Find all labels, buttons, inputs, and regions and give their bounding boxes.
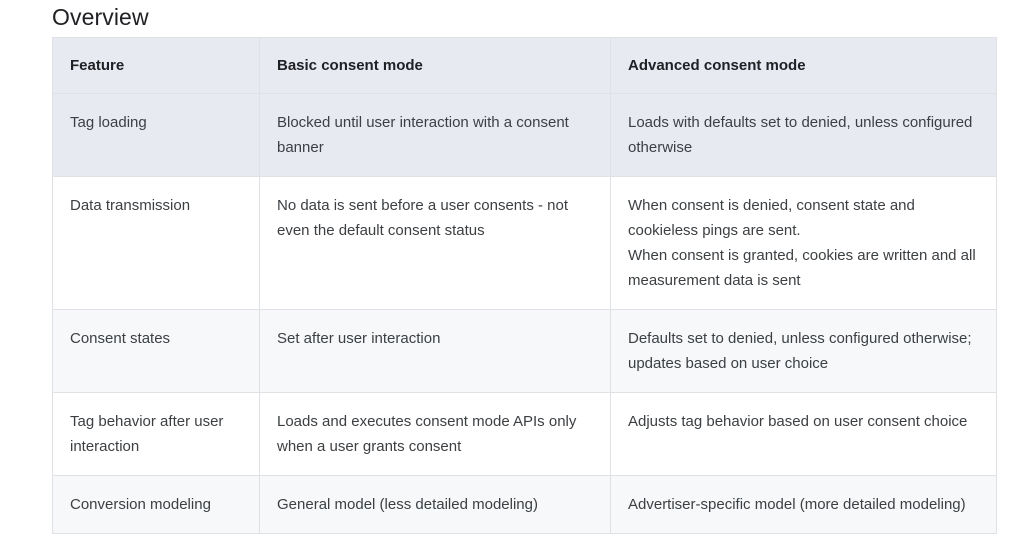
- table-header-row: Feature Basic consent mode Advanced cons…: [52, 37, 997, 94]
- cell-feature: Conversion modeling: [52, 475, 260, 534]
- overview-table-container: Feature Basic consent mode Advanced cons…: [52, 37, 997, 534]
- cell-advanced-consent-mode: Loads with defaults set to denied, unles…: [610, 93, 997, 177]
- cell-text-line: Defaults set to denied, unless configure…: [628, 330, 972, 372]
- cell-feature: Data transmission: [52, 176, 260, 310]
- cell-basic-consent-mode: General model (less detailed modeling): [259, 475, 611, 534]
- column-header-advanced-consent-mode: Advanced consent mode: [610, 37, 997, 94]
- cell-text-line: When consent is denied, consent state an…: [628, 197, 915, 239]
- cell-basic-consent-mode: No data is sent before a user consents -…: [259, 176, 611, 310]
- column-header-feature: Feature: [52, 37, 260, 94]
- cell-basic-consent-mode: Blocked until user interaction with a co…: [259, 93, 611, 177]
- cell-advanced-consent-mode: Defaults set to denied, unless configure…: [610, 309, 997, 393]
- cell-text-line: Loads with defaults set to denied, unles…: [628, 114, 973, 156]
- table-header: Feature Basic consent mode Advanced cons…: [52, 37, 997, 94]
- cell-advanced-consent-mode: Adjusts tag behavior based on user conse…: [610, 392, 997, 476]
- consent-mode-comparison-table: Feature Basic consent mode Advanced cons…: [52, 37, 997, 534]
- cell-basic-consent-mode: Loads and executes consent mode APIs onl…: [259, 392, 611, 476]
- page-title: Overview: [52, 4, 149, 30]
- cell-advanced-consent-mode: Advertiser-specific model (more detailed…: [610, 475, 997, 534]
- cell-text-line: Adjusts tag behavior based on user conse…: [628, 413, 968, 430]
- cell-basic-consent-mode: Set after user interaction: [259, 309, 611, 393]
- cell-feature: Tag loading: [52, 93, 260, 177]
- cell-feature: Tag behavior after user interaction: [52, 392, 260, 476]
- cell-text-line: Advertiser-specific model (more detailed…: [628, 496, 966, 513]
- cell-feature: Consent states: [52, 309, 260, 393]
- column-header-basic-consent-mode: Basic consent mode: [259, 37, 611, 94]
- cell-advanced-consent-mode: When consent is denied, consent state an…: [610, 176, 997, 310]
- cell-text-line: When consent is granted, cookies are wri…: [628, 247, 976, 289]
